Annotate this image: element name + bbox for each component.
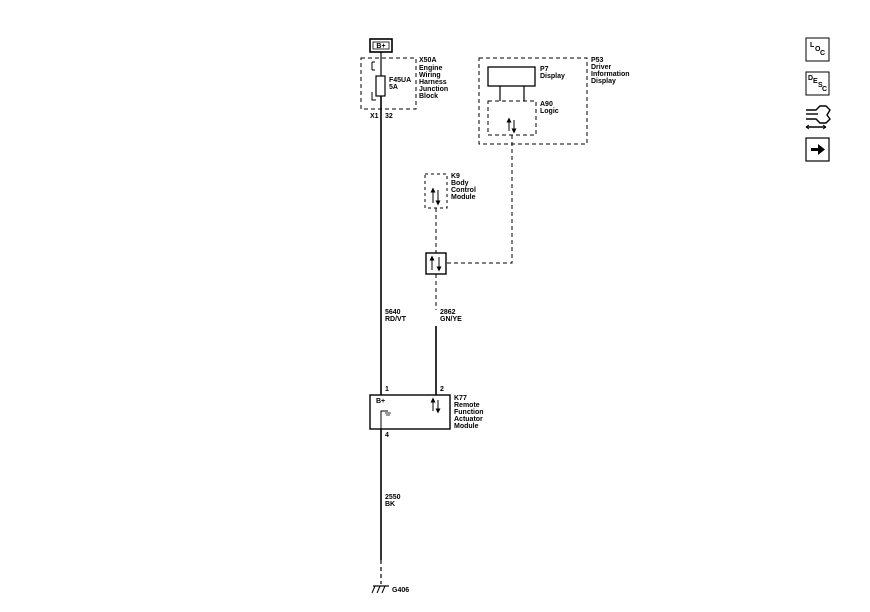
- location-button[interactable]: L O C: [805, 37, 830, 62]
- junction-block-line: Engine: [419, 65, 442, 72]
- description-button[interactable]: D E S C: [805, 71, 830, 96]
- fuse-rating: 5A: [389, 84, 398, 91]
- actuator-line: Function: [454, 409, 484, 416]
- bcm-line: Control: [451, 187, 476, 194]
- dic-line: Display: [591, 78, 616, 85]
- svg-text:Remote: Remote: [454, 402, 480, 409]
- connector-id: X1: [370, 113, 379, 120]
- logic-id: A90: [540, 101, 553, 108]
- connector-icon[interactable]: [805, 105, 831, 130]
- loc-letter: O: [815, 46, 821, 53]
- fuse-id: F45UA: [389, 77, 411, 84]
- svg-text:Display: Display: [591, 78, 616, 85]
- bcm-line: Body: [451, 180, 469, 187]
- junction-block-line: Block: [419, 93, 438, 100]
- junction-block-line: X50A: [419, 57, 437, 64]
- ground-wire-circuit: 2550: [385, 494, 401, 501]
- svg-text:K77: K77: [454, 395, 467, 402]
- junction-block-line: Junction: [419, 86, 448, 93]
- actuator-line: Module: [454, 423, 479, 430]
- internal-power-label: B+: [376, 398, 385, 405]
- bcm-line: K9: [451, 173, 460, 180]
- svg-text:Block: Block: [419, 93, 438, 100]
- internal-ground-icon: [380, 410, 391, 429]
- data-arrows-icon: [506, 117, 517, 134]
- desc-letter: C: [822, 86, 827, 93]
- actuator-line: Actuator: [454, 416, 483, 423]
- svg-text:Module: Module: [451, 194, 476, 201]
- display-name: Display: [540, 73, 565, 80]
- fuse-f45ua: [375, 75, 386, 97]
- logic-a90: [487, 100, 537, 136]
- loc-letter: L: [810, 42, 815, 49]
- junction-block-line: Wiring: [419, 72, 441, 79]
- remote-function-actuator-module-k77: 1 2 B+ K77 Remote Function Actuator Modu…: [369, 386, 484, 439]
- bcm-line: Module: [451, 194, 476, 201]
- power-wire-circuit: 5640: [385, 309, 401, 316]
- next-page-button[interactable]: [805, 137, 830, 162]
- actuator-line: K77: [454, 395, 467, 402]
- svg-text:Control: Control: [451, 187, 476, 194]
- ground-id: G406: [392, 587, 409, 594]
- power-wire-color: RD/VT: [385, 316, 407, 323]
- desc-letter: D: [808, 75, 813, 82]
- svg-text:Wiring: Wiring: [419, 72, 441, 79]
- junction-block-line: Harness: [419, 79, 447, 86]
- display-p7: [487, 66, 536, 87]
- junction-block-x50a: X50A Engine Wiring Harness Junction Bloc…: [360, 57, 448, 120]
- data-arrows-icon: [430, 187, 441, 206]
- data-arrows-icon: [430, 397, 441, 414]
- svg-text:Body: Body: [451, 180, 469, 187]
- serial-data-splice: [425, 252, 447, 275]
- svg-text:Information: Information: [591, 71, 630, 78]
- connector-pin: 32: [385, 113, 393, 120]
- pin-ground: 4: [385, 432, 389, 439]
- display-id: P7: [540, 66, 549, 73]
- data-wire-color: GN/YE: [440, 316, 462, 323]
- body-control-module-k9: K9 Body Control Module: [424, 173, 476, 209]
- ground-wire-color: BK: [385, 501, 395, 508]
- pin-data: 2: [440, 386, 444, 393]
- svg-text:Harness: Harness: [419, 79, 447, 86]
- desc-letter: E: [813, 78, 818, 85]
- dic-line: Driver: [591, 64, 612, 71]
- arrow-right-icon: [811, 144, 825, 155]
- svg-text:Actuator: Actuator: [454, 416, 483, 423]
- driver-information-display-p53: P53 Driver Information Display P7 Displa…: [478, 57, 630, 145]
- svg-text:K9: K9: [451, 173, 460, 180]
- dic-line: P53: [591, 57, 604, 64]
- svg-text:Function: Function: [454, 409, 484, 416]
- data-wire-circuit: 2862: [440, 309, 456, 316]
- dic-line: Information: [591, 71, 630, 78]
- svg-text:Driver: Driver: [591, 64, 612, 71]
- battery-plus-label: B+: [376, 43, 385, 50]
- svg-text:Module: Module: [454, 423, 479, 430]
- actuator-line: Remote: [454, 402, 480, 409]
- loc-letter: C: [820, 50, 825, 57]
- logic-name: Logic: [540, 108, 559, 115]
- svg-text:Junction: Junction: [419, 86, 448, 93]
- svg-text:Engine: Engine: [419, 65, 442, 72]
- pin-power: 1: [385, 386, 389, 393]
- ground-icon: [371, 585, 389, 594]
- svg-text:X50A: X50A: [419, 57, 437, 64]
- desc-letter: S: [818, 82, 823, 89]
- serial-data-line: [447, 135, 513, 264]
- svg-text:P53: P53: [591, 57, 604, 64]
- battery-plus-source: B+: [369, 38, 393, 53]
